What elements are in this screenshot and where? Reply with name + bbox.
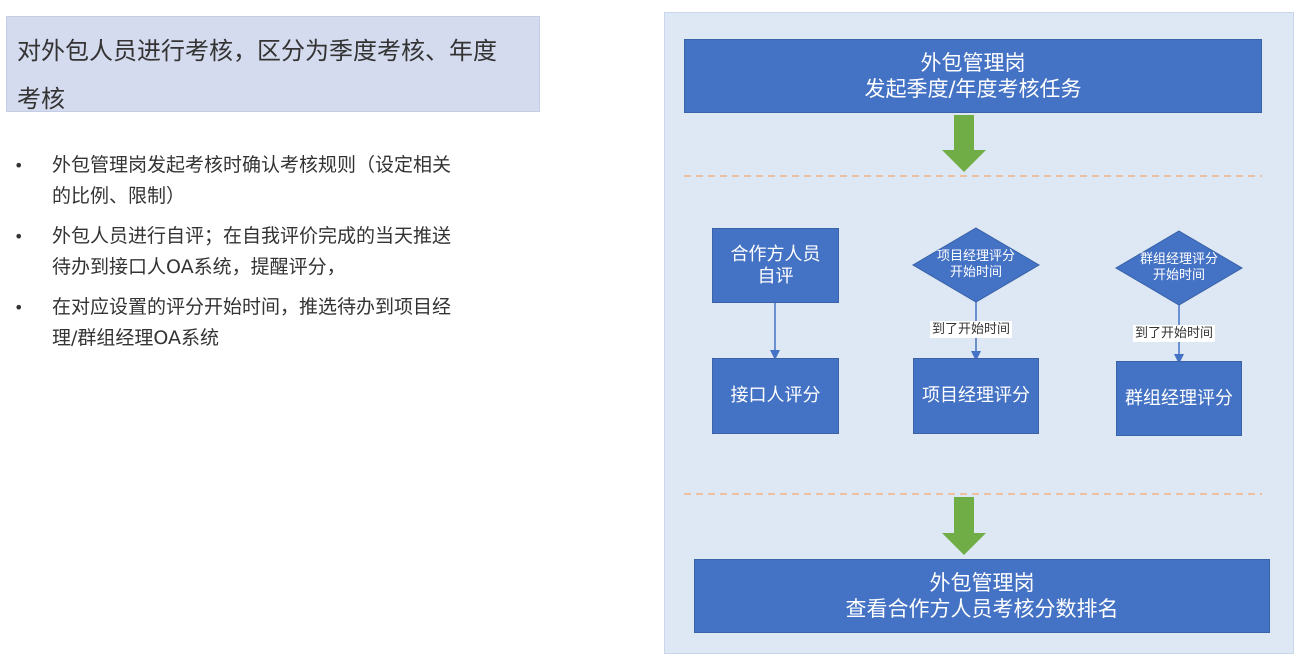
heading-line-2: 考核 [17,85,65,113]
bullet-marker: • [14,227,24,246]
initiate-task-line-1: 外包管理岗 [920,51,1026,75]
gm-score-label: 群组经理评分 [1125,387,1233,409]
pm-decision-line-1: 项目经理评分 [936,249,1015,264]
gm-decision-line-2: 开始时间 [1152,268,1205,283]
list-item: • 外包管理岗发起考核时确认考核规则（设定相关 的比例、限制） [14,150,534,212]
gm-decision-line-1: 群组经理评分 [1139,252,1218,267]
ranking-box: 外包管理岗 查看合作方人员考核分数排名 [694,559,1270,633]
self-eval-line-1: 合作方人员 [730,243,821,265]
bullet-marker: • [14,298,24,317]
interface-score-box: 接口人评分 [712,358,839,434]
self-eval-line-2: 自评 [757,265,794,287]
pm-condition-label: 到了开始时间 [930,321,1013,338]
gm-condition-label: 到了开始时间 [1133,325,1216,342]
bullet-list: • 外包管理岗发起考核时确认考核规则（设定相关 的比例、限制） • 外包人员进行… [14,150,534,363]
ranking-line-1: 外包管理岗 [929,571,1035,595]
gm-score-box: 群组经理评分 [1116,361,1242,436]
green-arrow-top [942,115,986,172]
list-item-line: 理/群组经理OA系统 [52,327,220,349]
list-item: • 外包人员进行自评；在自我评价完成的当天推送 待办到接口人OA系统，提醒评分， [14,221,534,283]
list-item-line: 外包管理岗发起考核时确认考核规则（设定相关 [52,154,452,176]
interface-score-label: 接口人评分 [730,385,821,406]
heading-box: 对外包人员进行考核，区分为季度考核、年度 考核 [6,16,540,113]
list-item-line: 待办到接口人OA系统，提醒评分， [52,256,346,278]
list-item-line: 的比例、限制） [52,185,186,207]
initiate-task-line-2: 发起季度/年度考核任务 [864,77,1082,101]
list-item-line: 在对应设置的评分开始时间，推选待办到项目经 [52,296,452,318]
pm-decision-line-2: 开始时间 [949,265,1002,280]
list-item: • 在对应设置的评分开始时间，推选待办到项目经 理/群组经理OA系统 [14,292,534,354]
heading-line-1: 对外包人员进行考核，区分为季度考核、年度 [17,37,497,65]
ranking-line-2: 查看合作方人员考核分数排名 [845,597,1119,621]
green-arrow-bottom [942,497,986,555]
pm-score-label: 项目经理评分 [922,385,1030,406]
pm-decision-label: 项目经理评分 开始时间 [918,249,1034,281]
bullet-marker: • [14,156,24,175]
pm-score-box: 项目经理评分 [913,358,1039,434]
self-eval-box: 合作方人员 自评 [712,228,839,303]
list-item-line: 外包人员进行自评；在自我评价完成的当天推送 [52,225,452,247]
gm-decision-label: 群组经理评分 开始时间 [1121,252,1237,284]
initiate-task-box: 外包管理岗 发起季度/年度考核任务 [684,39,1262,113]
